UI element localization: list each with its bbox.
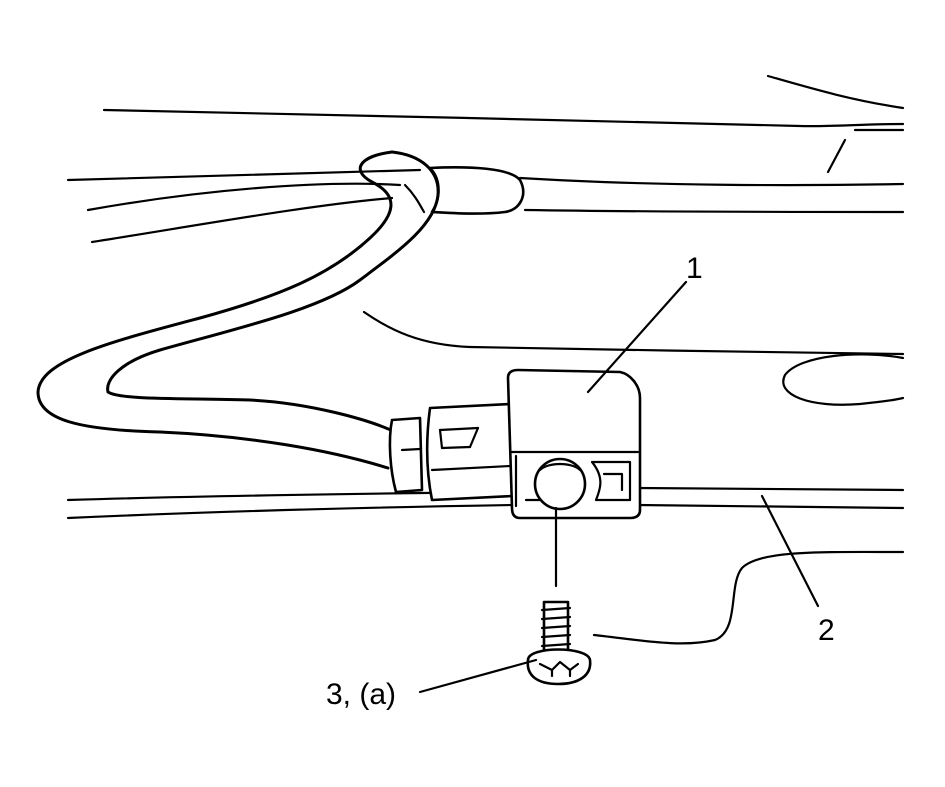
callout-label-1: 1	[686, 252, 703, 285]
leader-line-2	[760, 494, 820, 608]
sensor-connector	[388, 368, 642, 520]
leader-line-1	[586, 280, 688, 394]
leader-lines	[418, 280, 820, 694]
callout-label-2: 2	[818, 614, 835, 647]
wire-grommet	[428, 166, 525, 215]
frame-outline	[66, 74, 905, 645]
callout-label-3: 3, (a)	[326, 678, 396, 711]
sensor-wire	[36, 150, 440, 470]
leader-line-3	[418, 658, 538, 694]
mounting-bolt	[526, 506, 592, 686]
